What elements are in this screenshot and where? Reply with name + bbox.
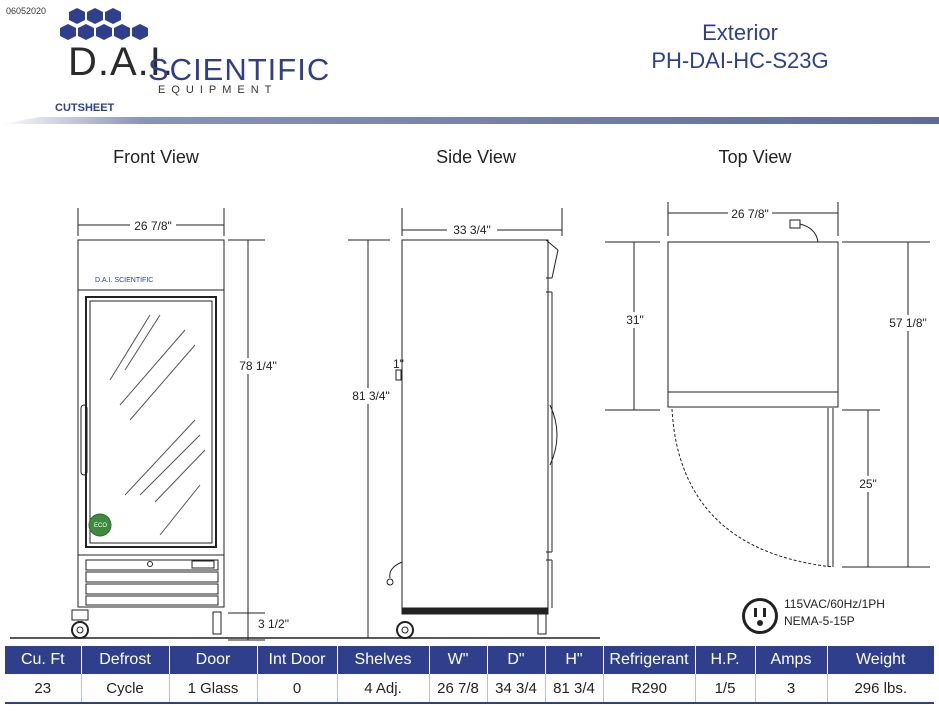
side-small-label: 1" <box>393 357 404 371</box>
top-view-drawing <box>605 202 930 568</box>
logo-dai-text: D.A.I. <box>68 40 175 84</box>
spec-table: Cu. Ft Defrost Door Int Door Shelves W" … <box>5 646 934 704</box>
spec-header-defrost: Defrost <box>81 646 170 674</box>
front-height-label: 78 1/4" <box>239 359 277 373</box>
spec-h: 81 3/4 <box>545 674 604 704</box>
eco-badge: ECO <box>94 523 107 529</box>
technical-drawing: 26 7/8" 78 1/4" 3 1/2" D.A.I. SCIENTIFIC… <box>10 202 930 641</box>
side-depth-label: 33 3/4" <box>453 223 491 237</box>
top-total-depth-label: 57 1/8" <box>889 316 927 330</box>
model-number: PH-DAI-HC-S23G <box>651 48 829 73</box>
spec-header-d: D" <box>487 646 546 674</box>
spec-header-h: H" <box>545 646 604 674</box>
spec-header-shelves: Shelves <box>337 646 430 674</box>
spec-door: 1 Glass <box>169 674 258 704</box>
top-view-title: Top View <box>718 147 792 167</box>
spec-header-door: Door <box>169 646 258 674</box>
spec-header-row: Cu. Ft Defrost Door Int Door Shelves W" … <box>5 646 934 674</box>
spec-header-amps: Amps <box>755 646 828 674</box>
spec-int-door: 0 <box>257 674 338 704</box>
spec-header-refrigerant: Refrigerant <box>603 646 696 674</box>
spec-header-cu-ft: Cu. Ft <box>5 646 82 674</box>
spec-header-w: W" <box>429 646 488 674</box>
hexagon-logo-icon <box>60 8 148 40</box>
side-view-drawing <box>348 208 563 639</box>
spec-header-hp: H.P. <box>695 646 756 674</box>
logo-scientific-text: SCIENTIFIC <box>148 52 331 87</box>
front-width-label: 26 7/8" <box>134 219 172 233</box>
front-view-drawing <box>71 208 265 641</box>
spec-value-row: 23 Cycle 1 Glass 0 4 Adj. 26 7/8 34 3/4 … <box>5 674 934 704</box>
side-view-title: Side View <box>436 147 516 167</box>
page-title-exterior: Exterior <box>702 20 778 45</box>
front-brand-label: D.A.I. SCIENTIFIC <box>95 277 153 284</box>
electrical-spec: 115VAC/60Hz/1PH <box>784 597 885 611</box>
plug-type: NEMA-5-15P <box>784 614 855 628</box>
spec-cu-ft: 23 <box>5 674 82 704</box>
spec-header-weight: Weight <box>827 646 934 674</box>
top-width-label: 26 7/8" <box>731 207 769 221</box>
spec-w: 26 7/8 <box>429 674 488 704</box>
front-view-title: Front View <box>113 147 199 167</box>
document-code: 06052020 <box>6 6 47 16</box>
spec-weight: 296 lbs. <box>827 674 934 704</box>
spec-shelves: 4 Adj. <box>337 674 430 704</box>
header-divider <box>0 117 939 124</box>
spec-refrigerant: R290 <box>603 674 696 704</box>
top-swing-label: 25" <box>859 477 877 491</box>
spec-hp: 1/5 <box>695 674 756 704</box>
front-leg-label: 3 1/2" <box>258 617 289 631</box>
nema-plug-icon <box>742 598 778 634</box>
top-depth-label: 31" <box>626 313 644 327</box>
spec-d: 34 3/4 <box>487 674 546 704</box>
cutsheet-label: CUTSHEET <box>55 102 115 114</box>
logo-equipment-text: EQUIPMENT <box>158 84 278 96</box>
spec-header-int-door: Int Door <box>257 646 338 674</box>
spec-amps: 3 <box>755 674 828 704</box>
side-height-label: 81 3/4" <box>352 389 390 403</box>
spec-defrost: Cycle <box>81 674 170 704</box>
